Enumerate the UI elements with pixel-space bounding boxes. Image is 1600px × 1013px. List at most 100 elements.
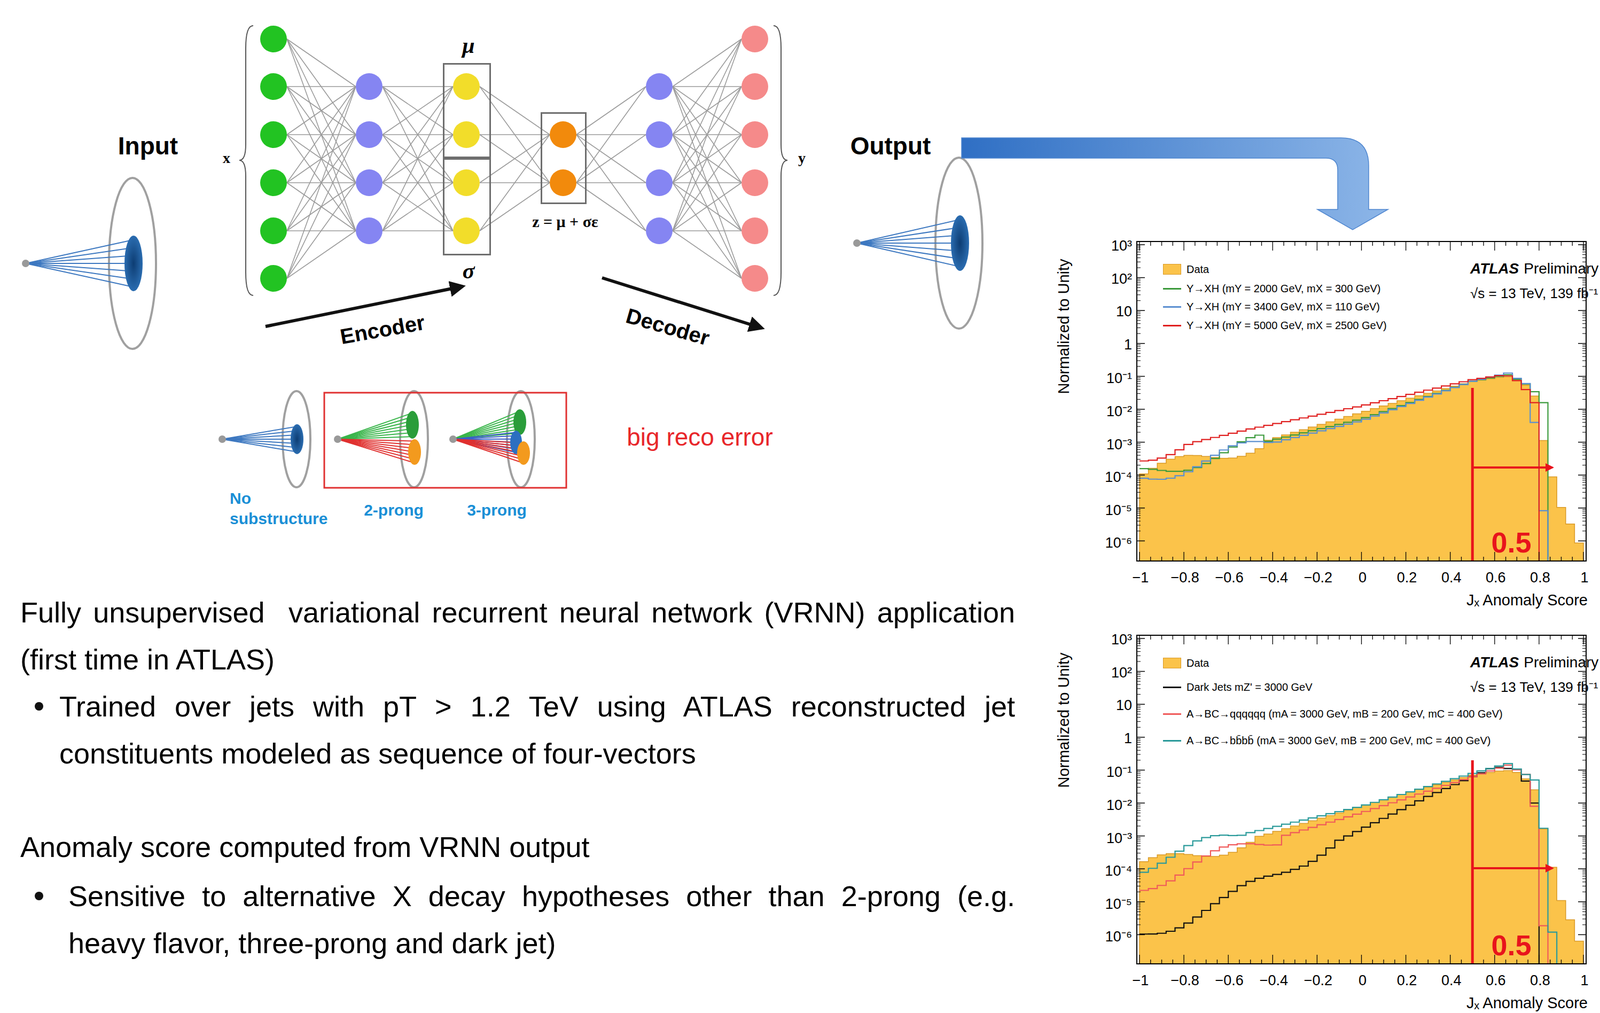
diagram-label: Output [850,131,932,161]
constituent-line [25,247,134,264]
tick-label: 0.2 [1396,569,1418,587]
neuron [741,264,769,292]
tick [1136,835,1145,837]
tick [1582,954,1584,965]
interaction-point [853,239,861,247]
tick [1136,934,1145,936]
body-text: Anomaly score computed from VRNN output [20,823,1016,871]
plot-text: √s = 13 TeV, 139 fb⁻¹ [1470,283,1598,303]
constituent-line [25,263,134,279]
tick-label: 10⁻⁴ [1104,466,1133,487]
diagram-label: 2-prong [363,501,424,520]
connection-line [286,86,356,231]
network [239,25,788,329]
interaction-point [218,435,226,443]
tick-label: −0.8 [1170,569,1199,587]
tick [1228,954,1229,965]
tick [1228,634,1229,645]
tick [1405,634,1407,645]
neuron [645,217,673,245]
connection-line [672,86,742,231]
tick [1136,441,1145,443]
diagram-label: y [798,149,806,167]
diagram-label: Decoder [623,303,713,350]
connection-line [286,86,356,231]
highlight-box [324,392,567,488]
neuron [453,121,480,148]
legend-line-sample [1163,324,1182,327]
tick [1361,551,1362,562]
connection-line [286,86,356,183]
tick [1136,769,1145,771]
interaction-point [21,259,30,268]
tick [1449,634,1451,645]
legend-text: Y→XH (mY = 2000 GeV, mX = 300 GeV) [1186,281,1381,296]
tick [1578,507,1587,509]
tick-label: 10² [1111,664,1133,681]
neuron [453,169,480,197]
tick [1228,240,1229,251]
constituent-line [337,436,413,440]
neuron [260,217,287,245]
connection-line [286,38,356,135]
jet-cone [853,157,983,329]
connection-line [286,182,356,279]
connection-line [286,86,356,279]
tick-label: 0.4 [1441,569,1462,587]
connection-line [286,38,356,183]
diagram-label: No substructure [229,488,340,529]
tick [1136,670,1145,673]
tick [1136,540,1145,542]
tick-label: −0.4 [1259,569,1289,587]
tick-label: −0.2 [1304,569,1333,587]
jet-core [290,424,304,455]
tick-label: 1 [1580,972,1589,989]
tick [1136,309,1145,311]
latent-box: σ [442,158,491,256]
constituent-line [453,425,520,440]
flow-arrow [961,137,1388,230]
tick [1361,954,1362,965]
tick-label: 1 [1580,569,1589,587]
tick [1361,634,1362,645]
constituent-line [453,432,517,440]
jet-ring [506,391,535,488]
signal-histogram [1139,375,1584,562]
tick [1136,901,1145,903]
tick-label: 1 [1124,729,1133,747]
plot-text: Normalized to Unity [1055,652,1073,788]
tick [1494,240,1495,251]
connection-line [672,134,742,231]
constituent-line [337,416,413,440]
tick [1136,277,1145,279]
connection-line [576,182,646,184]
constituent-line [337,428,413,440]
tick [1578,309,1587,311]
tick [1449,954,1451,965]
tick [1449,551,1451,562]
tick-label: 0.4 [1441,972,1462,989]
tick [1449,240,1451,251]
tick [1405,551,1407,562]
connection-line [672,230,742,232]
constituent-line [25,239,134,264]
constituent-line [337,432,413,440]
tick [1578,835,1587,837]
tick [1578,376,1587,378]
connection-line [286,86,356,88]
legend-text: Data [1186,261,1209,277]
signal-histogram [1139,763,1584,965]
connection-line [576,86,646,183]
constituent-line [222,426,298,440]
neuron [741,121,769,148]
tick [1361,240,1362,251]
tick [1578,277,1587,279]
tick-label: 10² [1111,270,1133,287]
neuron [260,264,287,292]
tick [1136,637,1145,639]
latent-box: z = μ + σε [540,112,587,205]
jet-core [950,215,970,271]
constituent-line [856,243,960,259]
neuron [549,169,577,197]
tick [1316,634,1318,645]
